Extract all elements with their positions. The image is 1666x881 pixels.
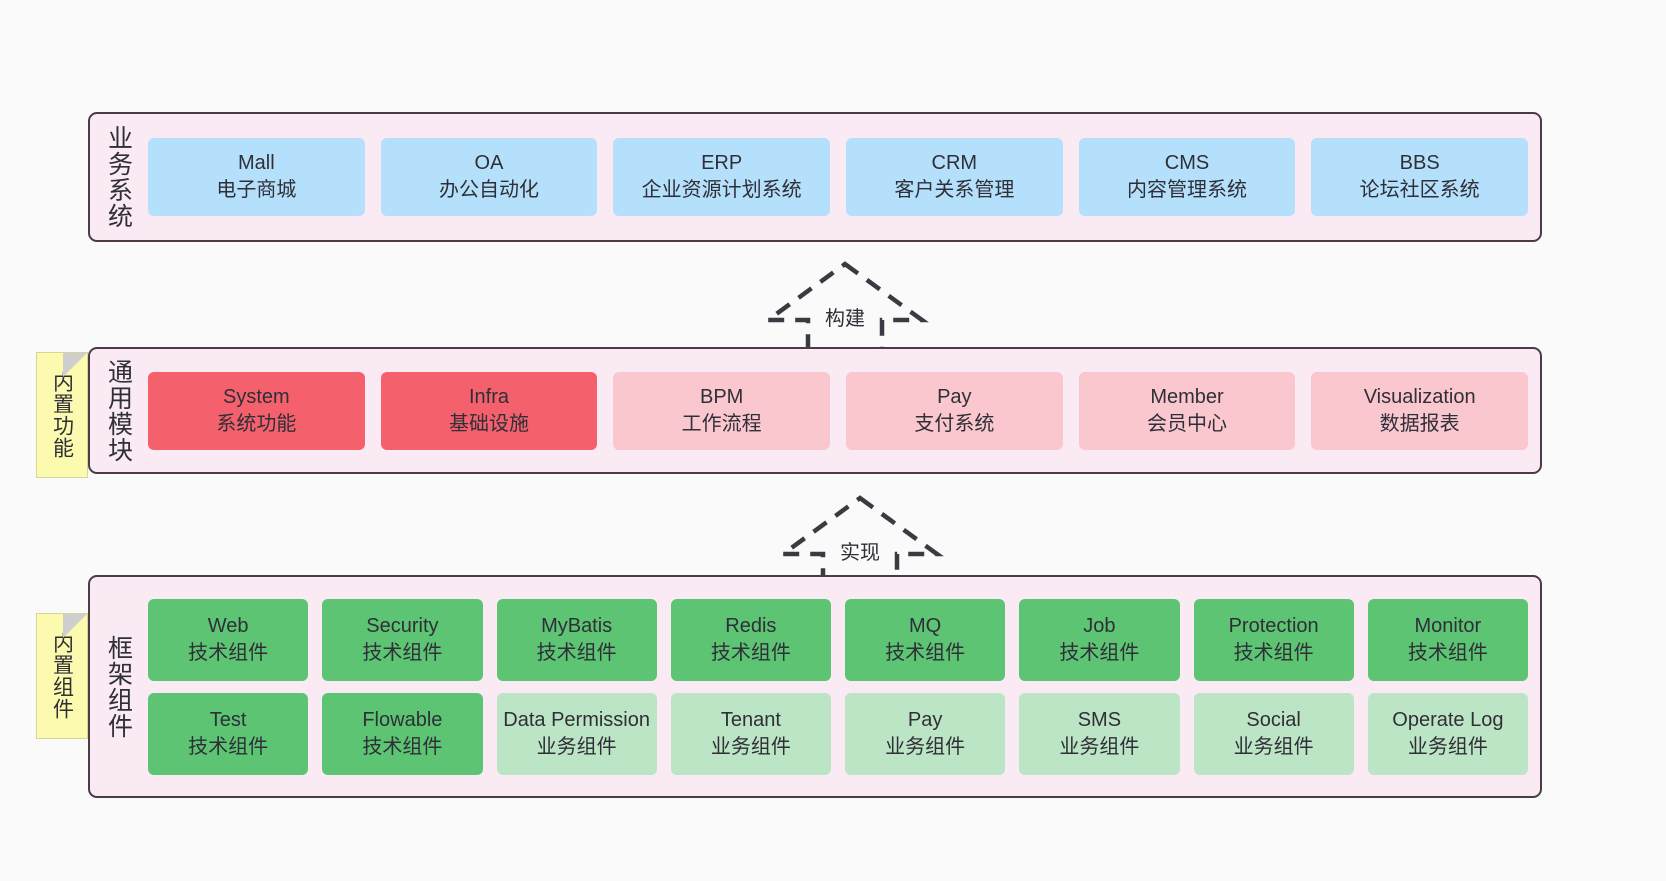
- framework-card-grid: Web 技术组件 Security 技术组件 MyBatis 技术组件 Redi…: [138, 585, 1528, 788]
- card-name: Test: [209, 708, 247, 731]
- card-name: Data Permission: [503, 708, 650, 731]
- layer-title-common: 通用模块: [104, 358, 133, 463]
- card-name: OA: [474, 152, 504, 174]
- layer-framework-components: 框架组件 Web 技术组件 Security 技术组件 MyBatis 技术组件…: [88, 575, 1542, 798]
- card-name: Pay: [937, 385, 972, 408]
- card-sub: 系统功能: [216, 412, 297, 435]
- card-sub: 业务组件: [1059, 735, 1140, 758]
- note-builtin-features: 内置功能: [36, 352, 88, 478]
- layer-title-business: 业务系统: [104, 125, 133, 229]
- card-sub: 技术组件: [536, 641, 617, 664]
- card-name: Flowable: [362, 708, 443, 731]
- card-sub: 技术组件: [362, 735, 443, 758]
- card-sms[interactable]: SMS 业务组件: [1019, 692, 1180, 775]
- card-security[interactable]: Security 技术组件: [322, 598, 483, 681]
- card-name: Operate Log: [1392, 708, 1504, 731]
- card-visualization[interactable]: Visualization 数据报表: [1311, 371, 1528, 450]
- card-name: Mall: [237, 152, 275, 174]
- card-sub: 支付系统: [914, 412, 995, 435]
- card-name: BBS: [1399, 152, 1440, 174]
- card-mq[interactable]: MQ 技术组件: [845, 598, 1006, 681]
- card-name: SMS: [1077, 708, 1122, 731]
- card-bpm[interactable]: BPM 工作流程: [613, 371, 830, 450]
- card-pay-component[interactable]: Pay 业务组件: [845, 692, 1006, 775]
- layer-common-modules: 通用模块 System 系统功能 Infra 基础设施 BPM 工作流程 Pay…: [88, 347, 1542, 474]
- card-name: Protection: [1228, 614, 1319, 637]
- note-label: 内置组件: [50, 632, 74, 720]
- card-sub: 技术组件: [188, 641, 269, 664]
- card-name: Monitor: [1414, 614, 1482, 637]
- card-name: Tenant: [720, 708, 781, 731]
- card-redis[interactable]: Redis 技术组件: [670, 598, 831, 681]
- card-sub: 技术组件: [1059, 641, 1140, 664]
- card-mall[interactable]: Mall 电子商城: [148, 138, 365, 216]
- card-name: Redis: [725, 614, 777, 637]
- card-sub: 论坛社区系统: [1359, 179, 1480, 201]
- card-sub: 技术组件: [188, 735, 269, 758]
- card-social[interactable]: Social 业务组件: [1193, 692, 1354, 775]
- card-oa[interactable]: OA 办公自动化: [380, 138, 598, 216]
- card-member[interactable]: Member 会员中心: [1078, 371, 1296, 450]
- card-monitor[interactable]: Monitor 技术组件: [1367, 598, 1528, 681]
- card-bbs[interactable]: BBS 论坛社区系统: [1311, 138, 1528, 216]
- card-sub: 基础设施: [448, 412, 529, 435]
- card-name: Visualization: [1363, 385, 1476, 408]
- layer-business-systems: 业务系统 Mall 电子商城 OA 办公自动化 ERP 企业资源计划系统 CRM…: [88, 112, 1542, 242]
- card-pay-module[interactable]: Pay 支付系统: [846, 371, 1063, 450]
- card-mybatis[interactable]: MyBatis 技术组件: [496, 598, 657, 681]
- card-name: Pay: [907, 708, 943, 731]
- card-data-permission[interactable]: Data Permission 业务组件: [496, 692, 657, 775]
- card-sub: 内容管理系统: [1126, 179, 1247, 201]
- card-name: Web: [207, 614, 249, 637]
- card-name: Member: [1150, 385, 1224, 408]
- arrow-build: 构建: [750, 258, 940, 354]
- card-sub: 业务组件: [536, 735, 617, 758]
- note-builtin-components: 内置组件: [36, 613, 88, 739]
- card-name: MyBatis: [541, 614, 613, 637]
- card-sub: 数据报表: [1379, 412, 1460, 435]
- card-sub: 技术组件: [885, 641, 966, 664]
- card-name: Infra: [468, 385, 509, 408]
- card-sub: 业务组件: [710, 735, 791, 758]
- card-name: MQ: [909, 614, 942, 637]
- card-name: Job: [1083, 614, 1116, 637]
- card-name: ERP: [701, 152, 743, 174]
- card-erp[interactable]: ERP 企业资源计划系统: [613, 138, 830, 216]
- card-name: System: [222, 385, 290, 408]
- card-crm[interactable]: CRM 客户关系管理: [846, 138, 1063, 216]
- arrow-implement: 实现: [765, 492, 955, 588]
- card-sub: 技术组件: [710, 641, 791, 664]
- card-sub: 技术组件: [362, 641, 443, 664]
- card-infra[interactable]: Infra 基础设施: [380, 371, 598, 450]
- card-web[interactable]: Web 技术组件: [148, 598, 309, 681]
- card-test[interactable]: Test 技术组件: [148, 692, 309, 775]
- card-protection[interactable]: Protection 技术组件: [1193, 598, 1354, 681]
- note-label: 内置功能: [50, 371, 74, 459]
- card-name: Security: [366, 614, 439, 637]
- business-card-grid: Mall 电子商城 OA 办公自动化 ERP 企业资源计划系统 CRM 客户关系…: [138, 122, 1528, 232]
- card-sub: 电子商城: [216, 179, 297, 201]
- card-cms[interactable]: CMS 内容管理系统: [1078, 138, 1296, 216]
- card-name: BPM: [699, 385, 744, 408]
- card-operate-log[interactable]: Operate Log 业务组件: [1367, 692, 1528, 775]
- card-sub: 技术组件: [1233, 641, 1314, 664]
- card-system[interactable]: System 系统功能: [148, 371, 365, 450]
- card-flowable[interactable]: Flowable 技术组件: [322, 692, 483, 775]
- card-job[interactable]: Job 技术组件: [1019, 598, 1180, 681]
- card-sub: 业务组件: [1407, 735, 1488, 758]
- card-sub: 企业资源计划系统: [641, 179, 802, 201]
- card-sub: 业务组件: [1233, 735, 1314, 758]
- layer-title-frame: 框架组件: [104, 634, 133, 739]
- card-sub: 会员中心: [1146, 412, 1227, 435]
- card-sub: 工作流程: [681, 412, 762, 435]
- card-sub: 技术组件: [1407, 641, 1488, 664]
- card-sub: 办公自动化: [438, 179, 539, 201]
- card-name: Social: [1246, 708, 1301, 731]
- card-sub: 客户关系管理: [894, 179, 1015, 201]
- common-card-grid: System 系统功能 Infra 基础设施 BPM 工作流程 Pay 支付系统…: [138, 357, 1528, 464]
- card-sub: 业务组件: [885, 735, 966, 758]
- card-tenant[interactable]: Tenant 业务组件: [670, 692, 831, 775]
- card-name: CRM: [931, 152, 978, 174]
- card-name: CMS: [1164, 152, 1210, 174]
